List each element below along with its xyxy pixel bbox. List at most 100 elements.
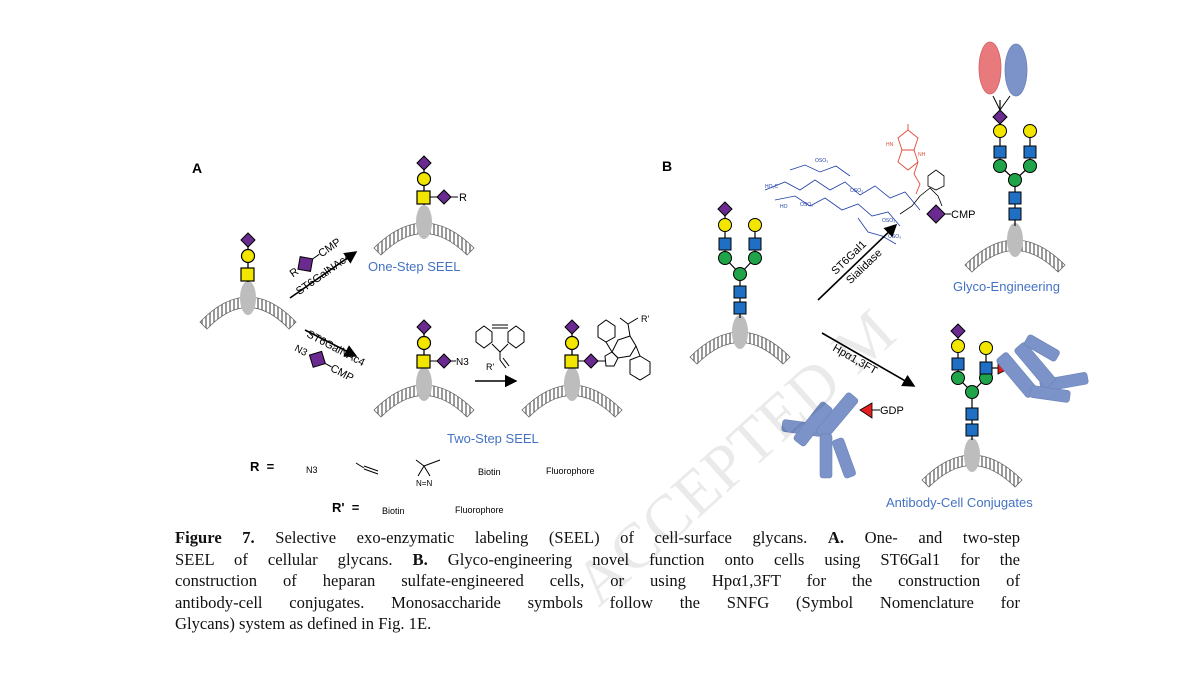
cell-a-start bbox=[199, 232, 297, 330]
dbco-r-prime: R' bbox=[486, 362, 494, 372]
r-option-diazirine: N=N bbox=[416, 479, 432, 488]
neu5ac-symbol bbox=[950, 323, 966, 339]
arrow-two-step bbox=[304, 329, 358, 357]
glcnac-symbol bbox=[733, 285, 747, 299]
galnac-symbol bbox=[416, 354, 431, 369]
reagent-cmp-r: R CMP ST6GalNAc4 bbox=[288, 236, 354, 298]
product-r-prime: R' bbox=[641, 314, 649, 324]
r-option-azide: N3 bbox=[306, 465, 318, 475]
glcnac-symbol bbox=[718, 237, 732, 251]
arrow-antibody-conjugate bbox=[821, 332, 916, 387]
galnac-symbol bbox=[416, 190, 431, 205]
caption-text: Selective exo-enzymatic labeling (SEEL) … bbox=[254, 528, 828, 547]
arrow-one-step bbox=[289, 251, 358, 299]
r-definition-label: R = bbox=[250, 459, 275, 474]
gal-symbol bbox=[416, 171, 432, 187]
svg-text:OSO₃: OSO₃ bbox=[850, 188, 863, 194]
caption-line-3: construction of heparan sulfate-engineer… bbox=[175, 571, 1020, 590]
gal-symbol bbox=[993, 124, 1007, 138]
caption-text: Glyco-engineering novel function onto ce… bbox=[427, 549, 1020, 569]
membrane bbox=[373, 384, 475, 418]
svg-text:HN: HN bbox=[886, 142, 894, 148]
neu5ac-symbol bbox=[240, 232, 256, 248]
svg-text:NH: NH bbox=[918, 152, 926, 158]
r-group-text: R bbox=[459, 192, 467, 204]
caption-text: One- and two-step bbox=[844, 528, 1020, 547]
svg-text:OSO₃: OSO₃ bbox=[815, 158, 828, 164]
man-symbol bbox=[1023, 159, 1037, 173]
r-prime-definition-label: R' = bbox=[332, 500, 360, 515]
biotin-moiety: NH HN bbox=[886, 124, 926, 195]
galnac-symbol bbox=[240, 267, 255, 282]
caption-line-5: Glycans) system as defined in Fig. 1E. bbox=[175, 614, 432, 633]
antibody-cell-conjugates-label: Antibody-Cell Conjugates bbox=[886, 495, 1033, 510]
protein-anchor bbox=[416, 367, 432, 401]
two-step-seel-label: Two-Step SEEL bbox=[447, 431, 539, 446]
reagent-cmp-n3: ST6GalNAc4 N3 CMP bbox=[293, 328, 367, 384]
neu5ac-symbol bbox=[308, 350, 326, 368]
caption-line-1: Figure 7. Selective exo-enzymatic labeli… bbox=[175, 527, 1020, 549]
r-option-diazirine-mark bbox=[415, 459, 441, 477]
fucose-triangle bbox=[859, 402, 873, 419]
cmp-text-2: CMP bbox=[328, 362, 355, 384]
neu5ac-symbol bbox=[416, 155, 432, 171]
man-symbol bbox=[1008, 173, 1022, 187]
donor-cmp-text: CMP bbox=[951, 209, 975, 221]
heparan-sulfate-donor: HO₂C OSO₃ OSO₃ OSO₃ OSO₃ HO OSO₃ bbox=[764, 158, 921, 245]
cell-one-step-product: R bbox=[373, 155, 475, 256]
antibody-reagent bbox=[781, 392, 859, 479]
r-option-fluorophore: Fluorophore bbox=[546, 466, 595, 476]
glcnac-symbol bbox=[1023, 145, 1037, 159]
cell-glyco-engineered bbox=[964, 41, 1066, 273]
glcnac-symbol bbox=[1008, 207, 1022, 221]
protein-anchor bbox=[964, 438, 980, 472]
triazole-conjugate bbox=[597, 317, 651, 381]
man-symbol bbox=[718, 251, 732, 265]
neu5ac-azide-symbol bbox=[436, 353, 452, 369]
figure-caption: Figure 7. Selective exo-enzymatic labeli… bbox=[175, 527, 1020, 635]
panel-a-label: A bbox=[192, 160, 202, 176]
membrane bbox=[199, 296, 297, 330]
protein-anchor bbox=[732, 315, 748, 349]
protein-anchor bbox=[1007, 223, 1023, 257]
enzyme-hpa13ft: Hpα1,3FT bbox=[831, 342, 880, 377]
glcnac-symbol bbox=[979, 361, 993, 375]
gal-symbol bbox=[240, 248, 256, 264]
arrow-glyco-engineering bbox=[817, 223, 898, 301]
man-symbol bbox=[993, 159, 1007, 173]
svg-text:OSO₃: OSO₃ bbox=[800, 202, 813, 208]
binding-domain-red bbox=[978, 41, 1002, 95]
caption-label-b: B. bbox=[412, 549, 428, 569]
protein-anchor bbox=[416, 205, 432, 239]
caption-line-2: SEEL of cellular glycans. B. Glyco-engin… bbox=[175, 549, 1020, 571]
n3-text: N3 bbox=[293, 343, 310, 359]
glcnac-symbol bbox=[993, 145, 1007, 159]
neu5ac-symbol bbox=[992, 109, 1008, 125]
membrane bbox=[689, 331, 791, 365]
glcnac-symbol bbox=[965, 407, 979, 421]
cell-two-step-product: R' bbox=[521, 314, 651, 418]
cell-antibody-conjugate bbox=[921, 323, 1023, 488]
gal-symbol bbox=[1023, 124, 1037, 138]
caption-text: SEEL of cellular glycans. bbox=[175, 549, 413, 569]
neu5ac-donor-symbol bbox=[926, 204, 946, 224]
azide-text: N3 bbox=[456, 357, 469, 368]
r-prime-option-biotin: Biotin bbox=[382, 506, 405, 516]
svg-text:HO₂C: HO₂C bbox=[765, 184, 778, 190]
neu5ac-r-symbol bbox=[436, 189, 452, 205]
r-prime-option-fluorophore: Fluorophore bbox=[455, 505, 504, 515]
gal-symbol bbox=[951, 339, 965, 353]
membrane bbox=[521, 384, 623, 418]
gdp-text: GDP bbox=[880, 405, 904, 417]
r-option-biotin: Biotin bbox=[478, 467, 501, 477]
one-step-seel-label: One-Step SEEL bbox=[368, 259, 461, 274]
cell-two-step-intermediate: N3 bbox=[373, 319, 475, 418]
membrane bbox=[964, 239, 1066, 273]
gal-symbol bbox=[416, 335, 432, 351]
glyco-engineering-label: Glyco-Engineering bbox=[953, 279, 1060, 294]
caption-line-4: antibody-cell conjugates. Monosaccharide… bbox=[175, 592, 1020, 612]
membrane bbox=[373, 222, 475, 256]
neu5ac-symbol bbox=[297, 256, 314, 273]
linker-structure bbox=[899, 169, 945, 215]
